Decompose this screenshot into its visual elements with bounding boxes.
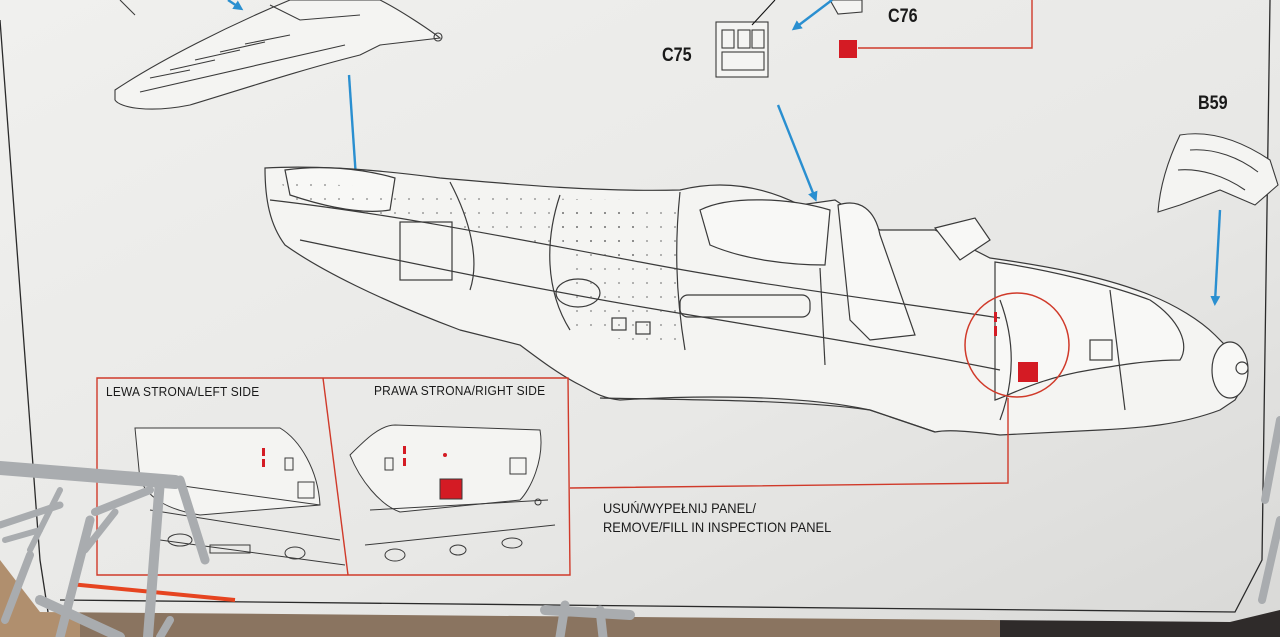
part-label-b59: B59 bbox=[1198, 93, 1228, 114]
part-b59-drawing bbox=[1157, 133, 1279, 213]
right-side-label: PRAWA STRONA/RIGHT SIDE bbox=[374, 383, 546, 398]
wing-drawing bbox=[114, 0, 443, 110]
part-c76-drawing bbox=[829, 0, 863, 15]
part-label-c75: C75 bbox=[662, 45, 692, 66]
plastic-sprue bbox=[0, 416, 1280, 637]
instruction-text-pl: USUŃ/WYPEŁNIJ PANEL/ bbox=[603, 500, 756, 516]
callout-line-c76 bbox=[858, 0, 1033, 49]
part-c75-drawing bbox=[715, 0, 776, 78]
inspection-panel-callout bbox=[569, 292, 1070, 489]
fuselage-drawing bbox=[264, 166, 1249, 436]
color-swatch-red bbox=[839, 40, 857, 58]
assembly-arrows bbox=[227, 0, 1222, 306]
part-label-c76: C76 bbox=[888, 6, 918, 27]
left-side-label: LEWA STRONA/LEFT SIDE bbox=[106, 384, 260, 399]
right-side-detail-drawing bbox=[349, 424, 556, 562]
instruction-text-en: REMOVE/FILL IN INSPECTION PANEL bbox=[603, 519, 832, 535]
